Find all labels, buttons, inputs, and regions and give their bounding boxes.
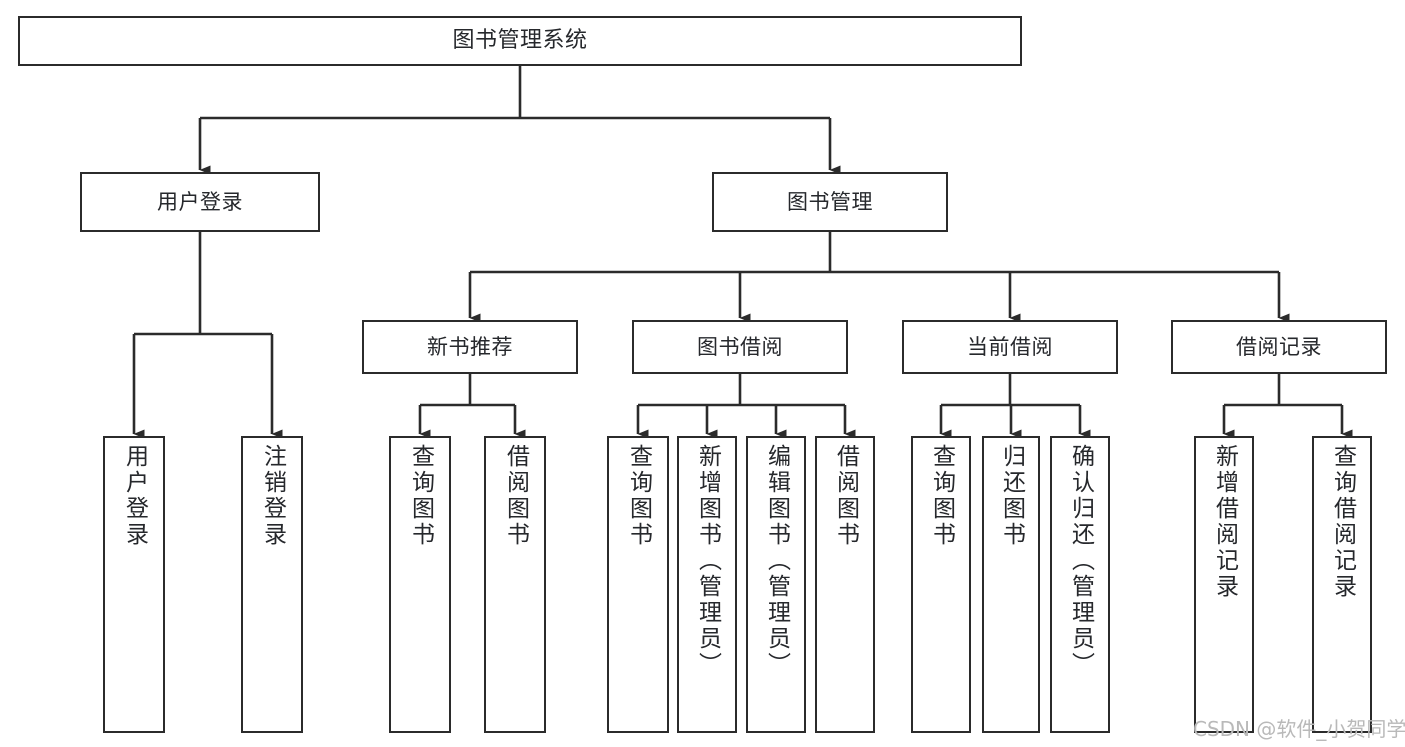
node-label: 归还图书 (998, 444, 1025, 548)
node-label: 查询图书 (625, 444, 652, 548)
node-borrow-record[interactable]: 借阅记录 (1171, 320, 1387, 374)
node-leaf-add-book[interactable]: 新增图书（管理员） (677, 436, 737, 733)
node-leaf-return-book[interactable]: 归还图书 (982, 436, 1040, 733)
node-label: 新增图书（管理员） (694, 444, 721, 678)
node-leaf-borrow-book-2[interactable]: 借阅图书 (815, 436, 875, 733)
node-root-book-management-system[interactable]: 图书管理系统 (18, 16, 1022, 66)
node-label: 编辑图书（管理员） (763, 444, 790, 678)
node-label: 查询图书 (928, 444, 955, 548)
node-label: 新书推荐 (427, 334, 513, 359)
node-label: 当前借阅 (967, 334, 1053, 359)
node-label: 确认归还（管理员） (1067, 444, 1094, 678)
node-leaf-query-book-1[interactable]: 查询图书 (389, 436, 451, 733)
node-label: 借阅图书 (832, 444, 859, 548)
node-leaf-query-record[interactable]: 查询借阅记录 (1312, 436, 1372, 733)
node-label: 借阅图书 (502, 444, 529, 548)
node-label: 注销登录 (259, 444, 286, 548)
node-label: 查询图书 (407, 444, 434, 548)
node-book-borrow[interactable]: 图书借阅 (632, 320, 848, 374)
node-leaf-user-login[interactable]: 用户登录 (103, 436, 165, 733)
node-leaf-logout-login[interactable]: 注销登录 (241, 436, 303, 733)
node-leaf-query-book-3[interactable]: 查询图书 (911, 436, 971, 733)
node-label: 查询借阅记录 (1329, 444, 1356, 600)
node-label: 借阅记录 (1236, 334, 1322, 359)
node-leaf-confirm-return[interactable]: 确认归还（管理员） (1050, 436, 1110, 733)
node-leaf-query-book-2[interactable]: 查询图书 (607, 436, 669, 733)
node-label: 用户登录 (121, 444, 148, 548)
node-leaf-add-record[interactable]: 新增借阅记录 (1194, 436, 1254, 733)
node-user-login[interactable]: 用户登录 (80, 172, 320, 232)
node-label: 图书管理 (787, 189, 873, 214)
node-new-book-recommend[interactable]: 新书推荐 (362, 320, 578, 374)
node-label: 图书管理系统 (452, 28, 588, 54)
node-book-management[interactable]: 图书管理 (712, 172, 948, 232)
node-leaf-borrow-book-1[interactable]: 借阅图书 (484, 436, 546, 733)
node-current-borrow[interactable]: 当前借阅 (902, 320, 1118, 374)
node-leaf-edit-book[interactable]: 编辑图书（管理员） (746, 436, 806, 733)
node-label: 图书借阅 (697, 334, 783, 359)
node-label: 新增借阅记录 (1211, 444, 1238, 600)
node-label: 用户登录 (157, 189, 243, 214)
